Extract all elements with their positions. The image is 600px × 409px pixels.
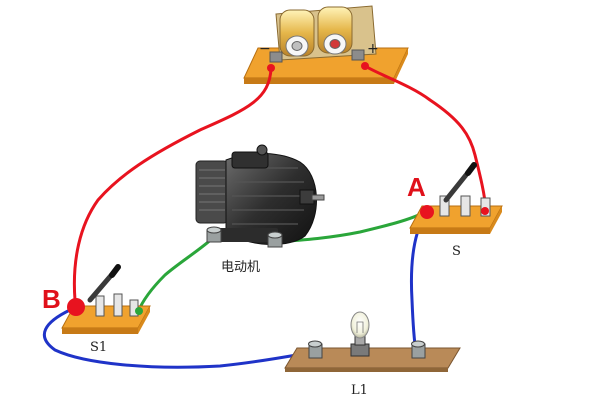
point-b-dot: [67, 298, 85, 316]
blue-wire-s1-lamp: [42, 308, 316, 369]
red-wire-left: [72, 66, 273, 302]
point-a-dot: [420, 205, 434, 219]
green-wire-motor-s: [273, 210, 427, 244]
battery-cell-left: [279, 9, 315, 57]
battery-positive-sign: +: [367, 41, 379, 57]
motor-label: 电动机: [221, 260, 261, 275]
switch-s-label: S: [452, 244, 461, 259]
battery-negative-sign: −: [259, 41, 271, 57]
red-wire-right: [363, 64, 488, 213]
motor-terminal-left: [206, 226, 222, 243]
lamp-label: L1: [351, 383, 368, 398]
point-a-label: A: [407, 172, 426, 202]
motor: [195, 144, 325, 248]
lamp-bulb: [350, 311, 370, 339]
battery: − +: [243, 5, 409, 84]
lamp-l1: [284, 311, 461, 372]
switch-s1-label: S1: [90, 340, 108, 355]
lamp-terminal-left: [308, 340, 323, 359]
blue-wire-s-lamp: [409, 213, 427, 354]
lamp-terminal-right: [411, 340, 426, 359]
motor-terminal-right: [267, 231, 283, 248]
point-b-label: B: [42, 284, 61, 314]
green-wire-motor-s1: [136, 235, 216, 314]
switch-s: [409, 162, 503, 234]
battery-cell-right: [317, 6, 353, 55]
switch-s1: [61, 264, 151, 334]
